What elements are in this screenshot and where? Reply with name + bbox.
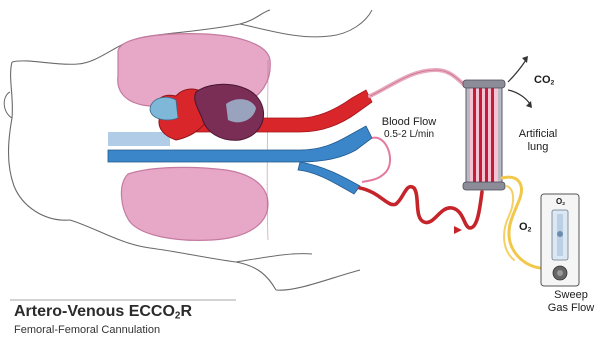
sweep-line2: Gas Flow	[540, 302, 599, 315]
co2-arrow-down	[508, 90, 530, 104]
return-line	[360, 187, 482, 228]
artificial-lung-label: Artificial lung	[512, 128, 564, 153]
vessel-highlight	[108, 132, 170, 146]
venous-line	[362, 138, 390, 182]
sweep-gas-flow-label: Sweep Gas Flow	[540, 289, 599, 314]
artificial-lung-device	[463, 80, 505, 190]
diagram-subtitle: Femoral-Femoral Cannulation	[14, 324, 160, 337]
return-line-arrow	[454, 226, 462, 234]
artificial-lung-line2: lung	[512, 141, 564, 154]
sweep-line1: Sweep	[540, 289, 599, 302]
blood-flow-label: Blood Flow 0.5-2 L/min	[378, 116, 440, 140]
co2-label: CO2	[534, 74, 554, 88]
o2-meter-label: O2	[556, 197, 565, 208]
heart-atrium	[150, 97, 178, 120]
o2-label: O2	[519, 221, 531, 235]
venous-branch	[298, 162, 360, 194]
arterial-line	[370, 70, 476, 96]
lower-lung	[121, 167, 268, 240]
diagram-title: Artero-Venous ECCO2R	[14, 303, 192, 322]
artificial-lung-line1: Artificial	[512, 128, 564, 141]
blood-flow-title: Blood Flow	[378, 116, 440, 129]
blood-flow-rate: 0.5-2 L/min	[378, 129, 440, 141]
head-outline	[4, 92, 12, 118]
co2-arrow-up	[508, 60, 526, 82]
